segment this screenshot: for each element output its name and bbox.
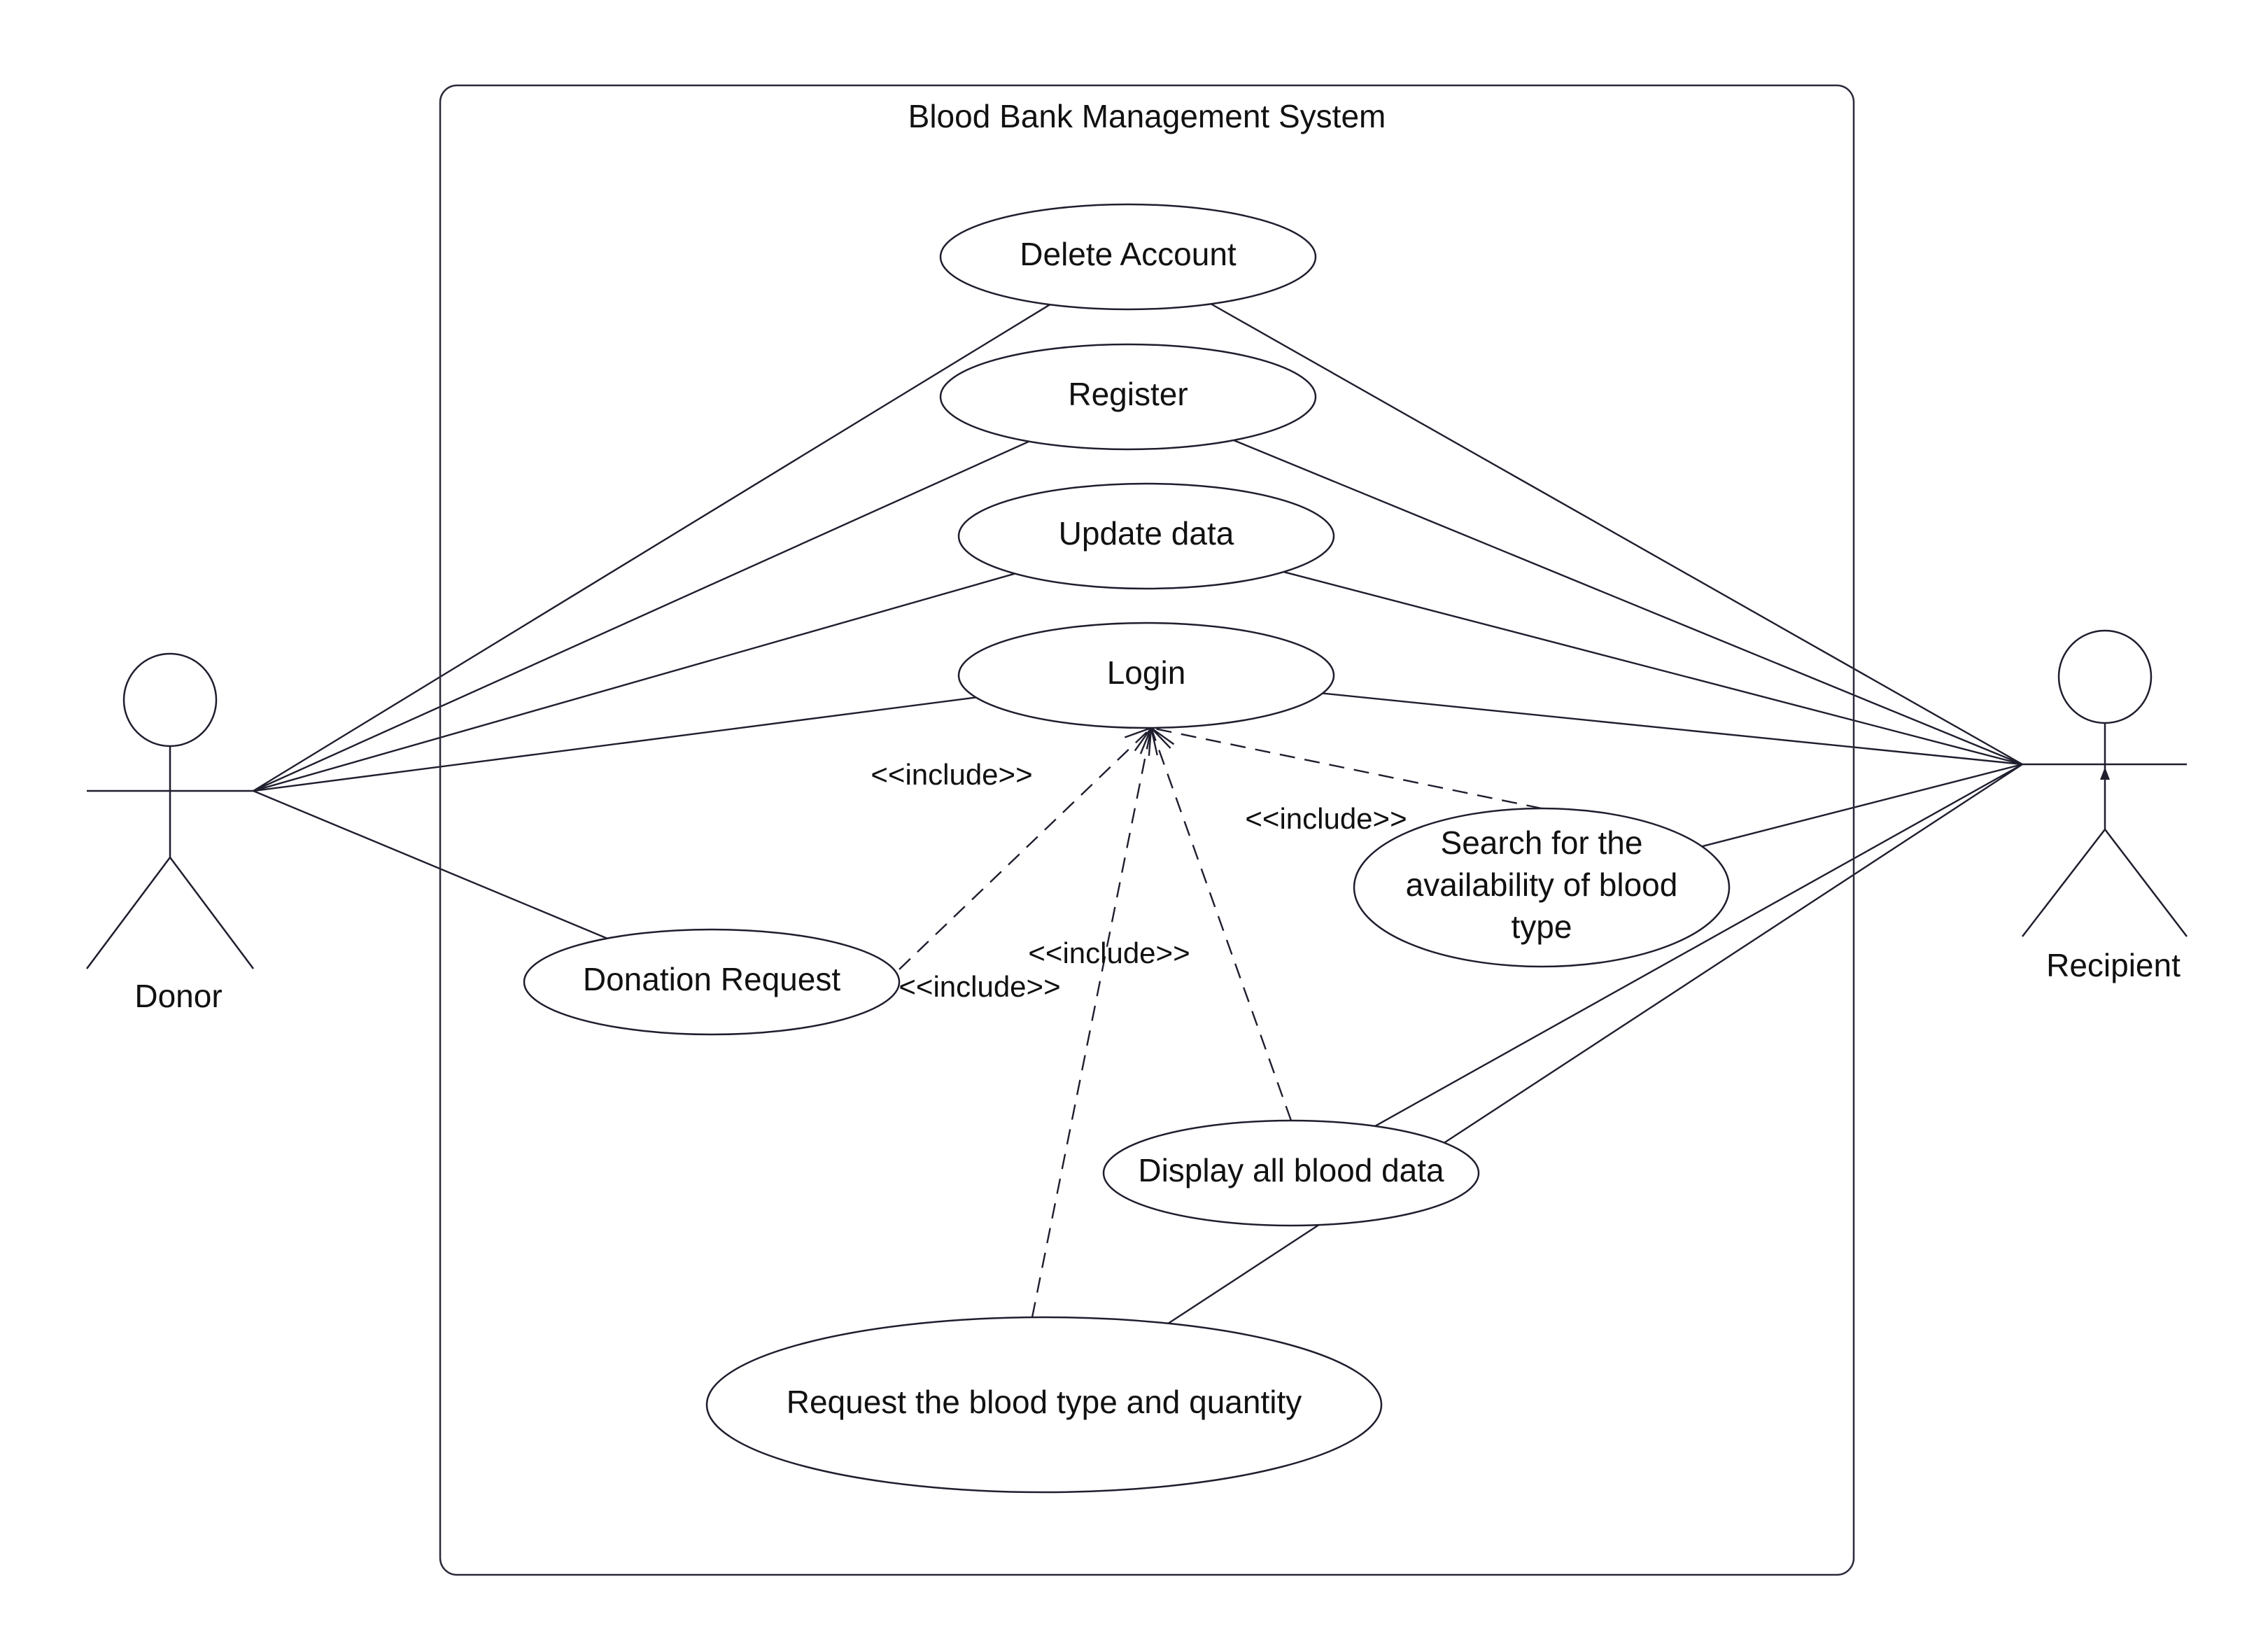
use-case-label: availability of blood bbox=[1406, 866, 1678, 903]
association-donor-donation_request bbox=[253, 790, 608, 939]
use-case-shape[interactable] bbox=[957, 622, 1335, 729]
use-case-display-blood-data[interactable] bbox=[1102, 1119, 1480, 1227]
use-case-label: Donation Request bbox=[583, 961, 840, 997]
use-case-label: Login bbox=[1107, 654, 1186, 691]
donor-actor-label: Donor bbox=[134, 978, 222, 1014]
recipient-actor bbox=[2022, 629, 2188, 937]
recipient-actor-arrow-icon bbox=[2100, 767, 2110, 780]
association-donor-delete_account bbox=[253, 304, 1050, 792]
use-case-shape[interactable] bbox=[705, 1316, 1383, 1494]
association-recipient-request_blood bbox=[1167, 763, 2023, 1324]
association-recipient-update_data bbox=[1283, 570, 2023, 766]
include-label-donation_request: <<include>> bbox=[899, 970, 1060, 1003]
association-recipient-search_availability bbox=[1701, 763, 2023, 848]
use-case-label: Request the blood type and quantity bbox=[787, 1384, 1302, 1420]
use-case-delete-account[interactable] bbox=[939, 203, 1317, 311]
association-donor-register bbox=[253, 440, 1030, 792]
donor-actor-right-leg bbox=[169, 857, 255, 969]
use-case-label: Search for the bbox=[1441, 824, 1643, 861]
include-display_blood_data-to-login bbox=[1150, 727, 1293, 1121]
use-case-request-blood[interactable] bbox=[705, 1316, 1383, 1494]
donor-actor-left-leg bbox=[85, 857, 171, 969]
include-label-search_availability: <<include>> bbox=[1245, 802, 1407, 835]
recipient-actor-right-leg bbox=[2104, 829, 2188, 937]
include-donation_request-to-login bbox=[899, 727, 1152, 970]
recipient-actor-head bbox=[2057, 629, 2153, 724]
use-case-search-availability[interactable] bbox=[1353, 807, 1731, 968]
association-recipient-delete_account bbox=[1210, 303, 2023, 766]
association-recipient-login bbox=[1322, 692, 2023, 766]
use-case-label: type bbox=[1512, 908, 1572, 945]
use-case-shape[interactable] bbox=[957, 482, 1335, 590]
association-recipient-display_blood_data bbox=[1374, 763, 2023, 1127]
recipient-actor-left-leg bbox=[2022, 829, 2106, 937]
use-case-shape[interactable] bbox=[939, 203, 1317, 311]
use-case-shape[interactable] bbox=[1102, 1119, 1480, 1227]
association-recipient-register bbox=[1233, 439, 2023, 766]
use-case-label: Delete Account bbox=[1020, 236, 1237, 272]
recipient-actor-label: Recipient bbox=[2046, 947, 2181, 983]
include-label-display_blood_data: <<include>> bbox=[1028, 936, 1190, 969]
donor-actor bbox=[85, 652, 255, 969]
association-donor-login bbox=[253, 696, 976, 792]
use-case-label: Display all blood data bbox=[1138, 1152, 1444, 1188]
association-donor-update_data bbox=[253, 573, 1015, 792]
use-case-login[interactable] bbox=[957, 622, 1335, 729]
use-case-shape[interactable] bbox=[523, 928, 901, 1036]
use-case-register[interactable] bbox=[939, 343, 1317, 451]
use-case-label: Update data bbox=[1059, 515, 1234, 552]
include-search_availability-to-login bbox=[1150, 727, 1542, 810]
use-case-update-data[interactable] bbox=[957, 482, 1335, 590]
include-label-request_blood: <<include>> bbox=[871, 758, 1032, 791]
use-case-shape[interactable] bbox=[939, 343, 1317, 451]
use-case-donation-request[interactable] bbox=[523, 928, 901, 1036]
donor-actor-head bbox=[122, 652, 218, 748]
use-case-shape[interactable] bbox=[1353, 807, 1731, 968]
system-title: Blood Bank Management System bbox=[908, 98, 1386, 134]
system-boundary bbox=[439, 84, 1855, 1576]
use-case-label: Register bbox=[1068, 376, 1188, 412]
